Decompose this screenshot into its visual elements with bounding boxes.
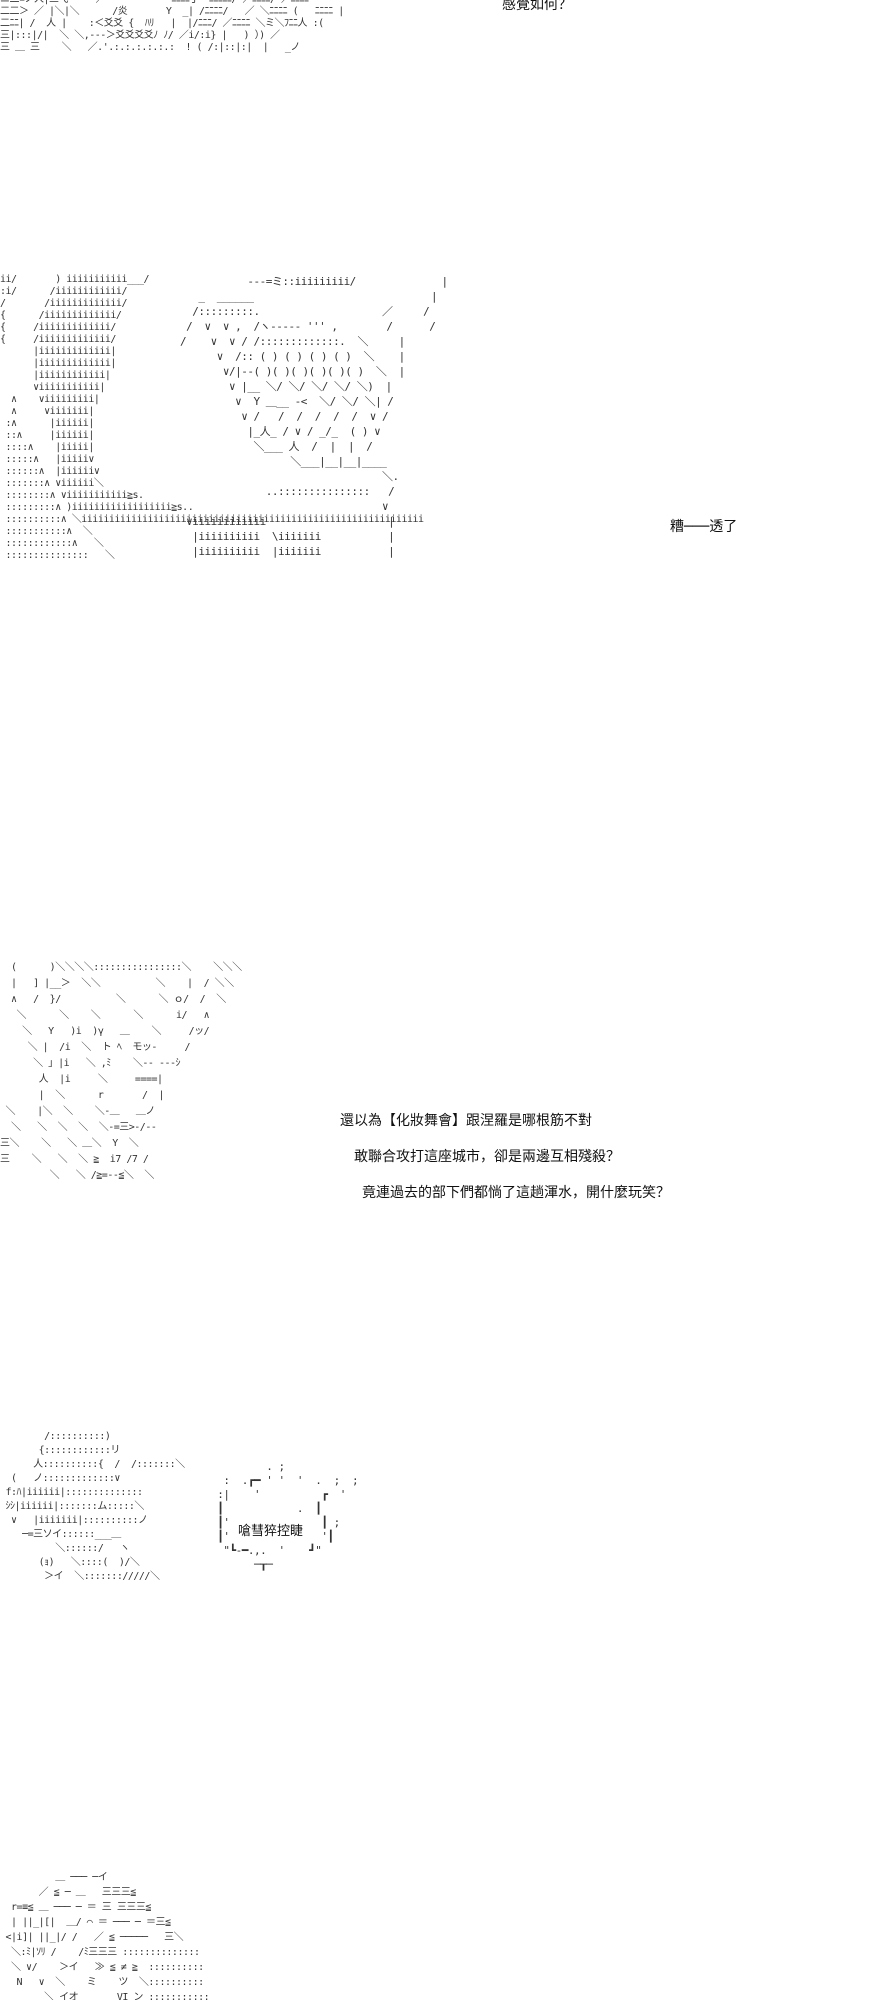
panel-3: ( )＼＼＼＼::::::::::::::::＼ ＼＼＼ | ] |__＞ ＼＼… <box>0 960 876 1230</box>
dialog-caption: 糟───透了 <box>670 519 738 535</box>
ascii-art-hair: ii/ ) iiiiiiiiiii___/ :i/ /iiiiiiiiiiii/… <box>0 274 424 561</box>
ascii-art-character: /::::::::::) {::::::::::::リ 人::::::::::{… <box>5 1431 186 1582</box>
panel-4: /::::::::::) {::::::::::::リ 人::::::::::{… <box>0 1420 876 1640</box>
ascii-art-figure: ＿ ─── ─イ ／ ≦ ─ ＿ 三三三≦ r=≡≦ ＿ ─── ─ ＝ 三 三… <box>5 1872 210 2000</box>
dialog-caption: 感覺如何？ <box>502 0 572 13</box>
ascii-art-grin: ---=ミ::iiiiiiiii/ | _ ______ | /::::::::… <box>180 275 448 558</box>
dialog-line-1: 還以為【化妝舞會】跟涅羅是哪根筋不對 <box>340 1113 592 1129</box>
panel-5: ＿ ─── ─イ ／ ≦ ─ ＿ 三三三≦ r=≡≦ ＿ ─── ─ ＝ 三 三… <box>0 1820 876 2000</box>
ascii-art-face: ( )＼＼＼＼::::::::::::::::＼ ＼＼＼ | ] |__＞ ＼＼… <box>0 962 242 1181</box>
panel-1: ニ二∠ノ人|三弋 ／ ﾆﾆﾆﾆ丁 ｢ﾆﾆﾆﾆﾆ/ ／ﾆﾆﾆﾆ/ ／ﾆﾆﾆﾆ｀ 二… <box>0 0 876 110</box>
dialog-line-2: 敢聯合攻打這座城市，卻是兩邊互相殘殺？ <box>354 1149 620 1165</box>
ascii-art-crowd: ニ二∠ノ人|三弋 ／ ﾆﾆﾆﾆ丁 ｢ﾆﾆﾆﾆﾆ/ ／ﾆﾆﾆﾆ/ ／ﾆﾆﾆﾆ｀ 二… <box>0 0 344 53</box>
dialog-line-3: 竟連過去的部下們都惝了這趟渾水，開什麼玩笑？ <box>362 1185 670 1201</box>
ascii-art-speech-bubble: . ; : .┏━ ' ' ' . ; ; :| ' ┏ ' ┃ . ┃ ┃' … <box>217 1460 359 1571</box>
speech-bubble-text: 嗆彗猝控睫 <box>238 1524 304 1539</box>
panel-2: ii/ ) iiiiiiiiiii___/ :i/ /iiiiiiiiiiii/… <box>0 270 876 770</box>
